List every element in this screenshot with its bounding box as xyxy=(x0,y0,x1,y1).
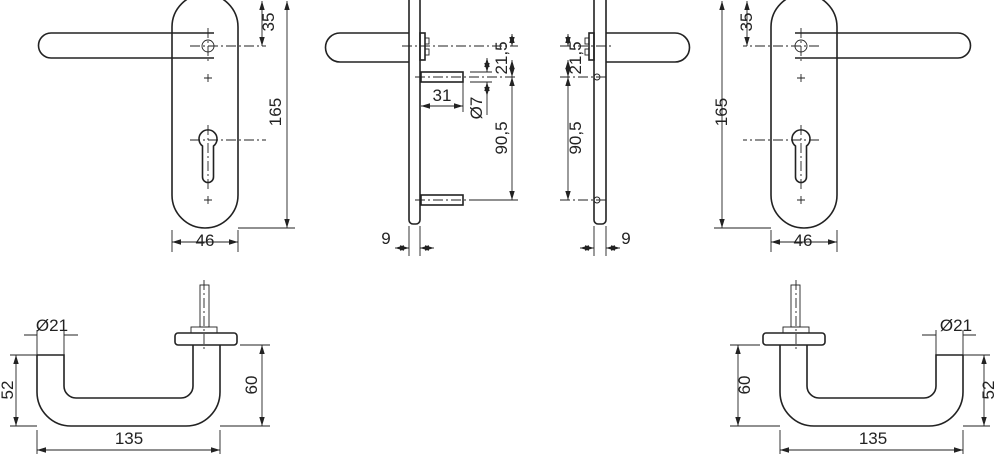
dim-spindle: 35 xyxy=(259,13,278,32)
dim-height: 165 xyxy=(712,98,731,126)
dim-diameter: Ø21 xyxy=(940,316,972,335)
dim-spindle-to-screw: 21,5 xyxy=(492,41,511,74)
dim-height: 165 xyxy=(266,98,285,126)
dim-plate-thickness: 9 xyxy=(381,229,390,248)
dim-screw-diameter: Ø7 xyxy=(467,97,486,120)
dim-spindle: 35 xyxy=(737,13,756,32)
front-view-right: 35 165 46 xyxy=(712,0,971,252)
dim-projection: 60 xyxy=(242,376,261,395)
dim-width: 46 xyxy=(196,231,215,250)
dim-length: 135 xyxy=(115,429,143,448)
dim-screw-spacing: 90,5 xyxy=(566,121,585,154)
front-view-left: 35 165 46 xyxy=(39,0,296,252)
side-view-right: 21,5 90,5 9 xyxy=(560,0,691,256)
dim-screw-spacing: 90,5 xyxy=(492,121,511,154)
handle-top-view-right: Ø21 52 60 135 xyxy=(730,280,998,454)
dim-projection: 60 xyxy=(735,376,754,395)
dim-width: 46 xyxy=(794,231,813,250)
dim-plate-thickness: 9 xyxy=(621,229,630,248)
dim-diameter: Ø21 xyxy=(36,316,68,335)
dim-length: 135 xyxy=(859,429,887,448)
side-view-left: 21,5 31 Ø7 90,5 9 xyxy=(324,0,518,256)
dim-drop: 52 xyxy=(979,381,998,400)
dim-screw-length: 31 xyxy=(433,86,452,105)
handle-top-view-left: Ø21 52 60 135 xyxy=(0,280,270,454)
dim-spindle-to-screw: 21,5 xyxy=(566,41,585,74)
dim-drop: 52 xyxy=(0,381,17,400)
